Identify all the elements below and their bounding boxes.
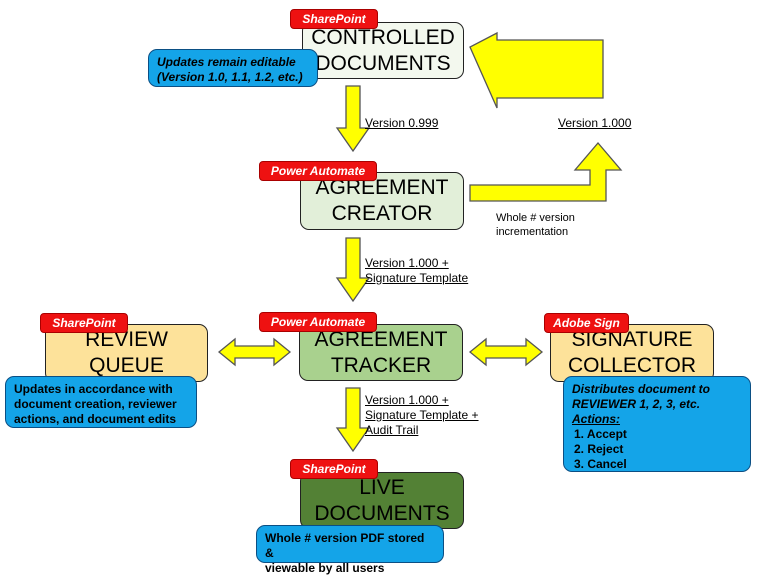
sharepoint-tag-controlled: SharePoint	[290, 9, 378, 29]
power-automate-tag-tracker: Power Automate	[259, 312, 377, 332]
live-note: Whole # version PDF stored & viewable by…	[256, 525, 444, 575]
edge-label-version-0999: Version 0.999	[365, 116, 439, 130]
agreement-creator-node: AGREEMENT CREATOR	[300, 172, 464, 230]
review-note: Updates in accordance with document crea…	[5, 376, 197, 428]
signature-collector-node: SIGNATURE COLLECTOR	[550, 324, 714, 382]
review-note-line1: Updates in accordance with	[14, 382, 173, 396]
edge-label-version-1000: Version 1.000	[558, 116, 632, 130]
sharepoint-tag-review: SharePoint	[40, 313, 128, 333]
arrow-review-tracker	[217, 337, 292, 367]
signature-note-line2: REVIEWER 1, 2, 3, etc.	[572, 397, 701, 411]
live-note-line2: viewable by all users	[265, 561, 385, 575]
signature-action-accept: 1. Accept	[574, 427, 627, 441]
edge-label-tracker-live-1: Version 1.000 +	[365, 393, 449, 407]
signature-action-cancel: 3. Cancel	[574, 457, 627, 471]
arrow-tracker-to-live	[335, 387, 371, 453]
controlled-note-line1: Updates remain editable	[157, 55, 296, 69]
agreement-tracker-node: AGREEMENT TRACKER	[299, 324, 463, 381]
signature-note-line1: Distributes document to	[572, 382, 711, 396]
controlled-documents-node: CONTROLLED DOCUMENTS	[302, 22, 464, 79]
increment-label-line1: Whole # version	[496, 212, 575, 224]
edge-label-creator-tracker-1: Version 1.000 +	[365, 256, 449, 270]
arrow-return-to-controlled	[469, 31, 604, 109]
edge-label-creator-tracker-2: Signature Template	[365, 271, 469, 285]
arrow-creator-to-controlled-up	[469, 141, 623, 202]
signature-note: Distributes document to REVIEWER 1, 2, 3…	[563, 376, 751, 472]
edge-label-tracker-live-3: Audit Trail	[365, 423, 419, 437]
controlled-note: Updates remain editable (Version 1.0, 1.…	[148, 49, 318, 87]
signature-action-reject: 2. Reject	[574, 442, 624, 456]
review-note-line3: actions, and document edits	[14, 412, 177, 426]
controlled-note-line2: (Version 1.0, 1.1, 1.2, etc.)	[157, 70, 303, 84]
live-documents-node: LIVE DOCUMENTS	[300, 472, 464, 529]
power-automate-tag-creator: Power Automate	[259, 161, 377, 181]
arrow-tracker-signature	[468, 337, 544, 367]
adobe-sign-tag: Adobe Sign	[544, 313, 629, 333]
increment-label-line2: incrementation	[496, 226, 569, 238]
edge-label-tracker-live-2: Signature Template +	[365, 408, 479, 422]
live-note-line1: Whole # version PDF stored &	[265, 531, 425, 560]
arrow-creator-to-tracker	[335, 237, 371, 303]
arrow-controlled-to-creator	[335, 85, 371, 153]
sharepoint-tag-live: SharePoint	[290, 459, 378, 479]
review-note-line2: document creation, reviewer	[14, 397, 177, 411]
signature-actions-title: Actions:	[572, 412, 620, 426]
